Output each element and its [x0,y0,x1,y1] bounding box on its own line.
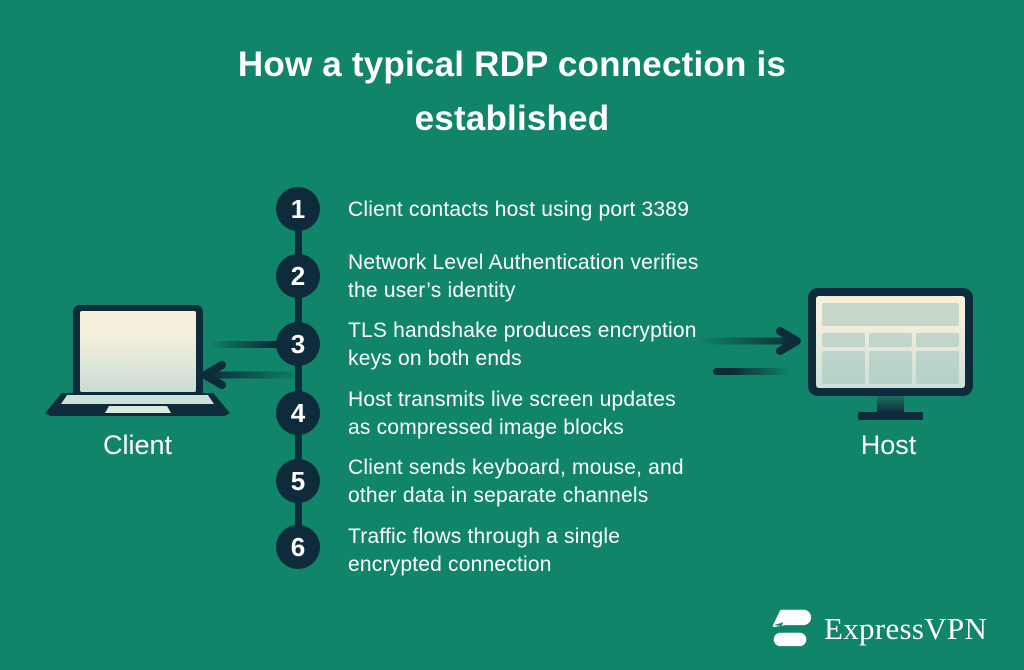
monitor-ui-block [821,332,866,347]
host-monitor-illustration [808,288,973,423]
step-6-number-badge: 6 [276,525,320,569]
step-3-text: TLS handshake produces encryption keys o… [348,317,778,373]
expressvpn-icon [772,609,812,647]
monitor-ui-block [821,303,960,327]
monitor-frame [808,288,973,396]
fade-line-from-host [713,368,791,375]
monitor-stand-neck [877,396,904,413]
step-4-line-2: as compressed image blocks [348,416,624,439]
step-5-line-2: other data in separate channels [348,484,649,507]
step-2-line-1: Network Level Authentication verifies [348,251,699,274]
arrow-right-icon [698,327,801,355]
monitor-ui-block [915,332,960,347]
step-5-number: 5 [290,465,306,496]
step-1-text: Client contacts host using port 3389 [348,196,778,224]
laptop-keyboard-deck [61,395,214,404]
step-3-number-badge: 3 [276,322,320,366]
client-laptop-illustration [45,305,230,417]
laptop-trackpad [105,406,171,413]
host-label: Host [860,430,917,460]
step-5-text: Client sends keyboard, mouse, and other … [348,454,778,510]
step-1-number: 1 [290,193,306,224]
page-title: How a typical RDP connection is establis… [0,38,1024,146]
step-2-text: Network Level Authentication verifies th… [348,249,778,305]
step-6-line-2: encrypted connection [348,553,552,576]
monitor-stand-base [858,412,923,420]
step-2-number-badge: 2 [276,254,320,298]
step-4-number: 4 [290,397,306,428]
arrow-left-icon [201,361,304,389]
step-4-text: Host transmits live screen updates as co… [348,386,778,442]
step-5-line-1: Client sends keyboard, mouse, and [348,456,684,479]
monitor-ui-block [915,351,960,385]
step-4-number-badge: 4 [276,391,320,435]
fade-line-to-client [208,341,280,348]
step-2-number: 2 [290,260,306,291]
step-5-number-badge: 5 [276,459,320,503]
monitor-ui-block [868,351,913,385]
monitor-ui-block [868,332,913,347]
laptop-screen-frame [73,305,203,395]
brand-wordmark: ExpressVPN [824,610,988,646]
monitor-screen [816,296,965,388]
monitor-ui-block [821,351,866,385]
step-3-line-2: keys on both ends [348,347,522,370]
step-6-line-1: Traffic flows through a single [348,525,621,548]
title-line-1: How a typical RDP connection is [237,45,787,84]
laptop-base [45,393,230,416]
step-3-line-1: TLS handshake produces encryption [348,319,697,342]
step-4-line-1: Host transmits live screen updates [348,388,676,411]
step-6-number: 6 [290,531,306,562]
step-2-line-2: the user’s identity [348,279,516,302]
title-line-2: established [414,99,610,138]
laptop-screen [80,311,196,392]
brand-logo: ExpressVPN [768,604,987,650]
step-6-text: Traffic flows through a single encrypted… [348,523,778,579]
step-3-number: 3 [290,328,306,359]
step-1-number-badge: 1 [276,187,320,231]
client-label: Client [102,430,173,460]
step-1-line-1: Client contacts host using port 3389 [348,198,690,221]
